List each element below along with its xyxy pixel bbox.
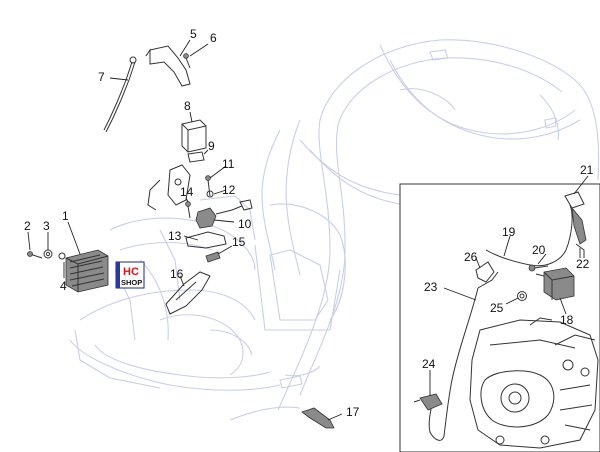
callout-19: 19	[502, 225, 516, 239]
callout-numbers: 1 2 3 4 5 6 7 8 9 11 12 14 10 13 15 16 1…	[24, 27, 594, 419]
callout-2: 2	[24, 219, 31, 233]
callout-17: 17	[346, 405, 360, 419]
engine-assembly	[469, 317, 599, 449]
part-10-sensor	[195, 199, 253, 229]
part-20-sensor	[528, 264, 549, 272]
part-21-spark-plug-cap	[564, 191, 587, 245]
part-13-bracket	[185, 231, 227, 249]
callout-22: 22	[576, 257, 590, 271]
callout-14: 14	[180, 185, 194, 199]
callout-25: 25	[490, 301, 504, 315]
logo-flag-stripe	[116, 262, 120, 288]
logo-shop-text: SHOP	[121, 278, 142, 287]
callout-18: 18	[560, 313, 574, 327]
part-3-washer	[43, 249, 53, 259]
callout-9: 9	[208, 139, 215, 153]
part-19-cable	[485, 204, 573, 267]
callout-13: 13	[168, 229, 182, 243]
part-11-screw	[205, 175, 211, 197]
part-22-spark-plug	[575, 243, 585, 258]
part-1-voltage-regulator	[65, 249, 109, 293]
callout-3: 3	[43, 219, 50, 233]
callout-21: 21	[580, 163, 594, 177]
callout-1: 1	[62, 209, 69, 223]
callout-7: 7	[98, 70, 105, 84]
part-4-nut	[58, 252, 66, 260]
callout-10: 10	[238, 217, 252, 231]
part-5-bracket	[145, 45, 191, 87]
callout-20: 20	[532, 243, 546, 257]
scooter-frame-outline	[69, 39, 600, 421]
callout-5: 5	[190, 27, 197, 41]
part-24-connector	[413, 393, 443, 411]
part-14-screw	[185, 201, 191, 219]
callout-12: 12	[222, 183, 236, 197]
leader-lines	[27, 39, 589, 421]
callout-8: 8	[184, 99, 191, 113]
callout-24: 24	[422, 357, 436, 371]
part-9-relay-holder	[187, 151, 205, 163]
callout-16: 16	[170, 267, 184, 281]
relay-bracket	[147, 164, 191, 211]
callout-15: 15	[232, 235, 246, 249]
inset-panel	[399, 183, 600, 452]
part-17-clip	[301, 407, 335, 429]
part-7-cable-tie	[103, 56, 137, 133]
part-2-screw	[27, 251, 43, 259]
part-15-clip	[205, 251, 221, 263]
part-18-ignition-coil	[535, 267, 575, 301]
hc-shop-logo: HC SHOP	[115, 261, 145, 289]
part-26-clamp	[475, 261, 495, 283]
part-12-washer	[206, 190, 214, 198]
callout-23: 23	[424, 280, 438, 294]
callout-6: 6	[210, 31, 217, 45]
logo-hc-text: HC	[123, 266, 139, 278]
part-16-cover	[165, 271, 211, 315]
callout-4: 4	[60, 279, 67, 293]
part-6-screw	[183, 53, 191, 69]
callout-11: 11	[222, 157, 235, 171]
part-23-cable	[428, 271, 499, 441]
part-25-clamp	[517, 291, 527, 301]
callout-26: 26	[464, 250, 478, 264]
part-8-relay	[181, 119, 207, 153]
